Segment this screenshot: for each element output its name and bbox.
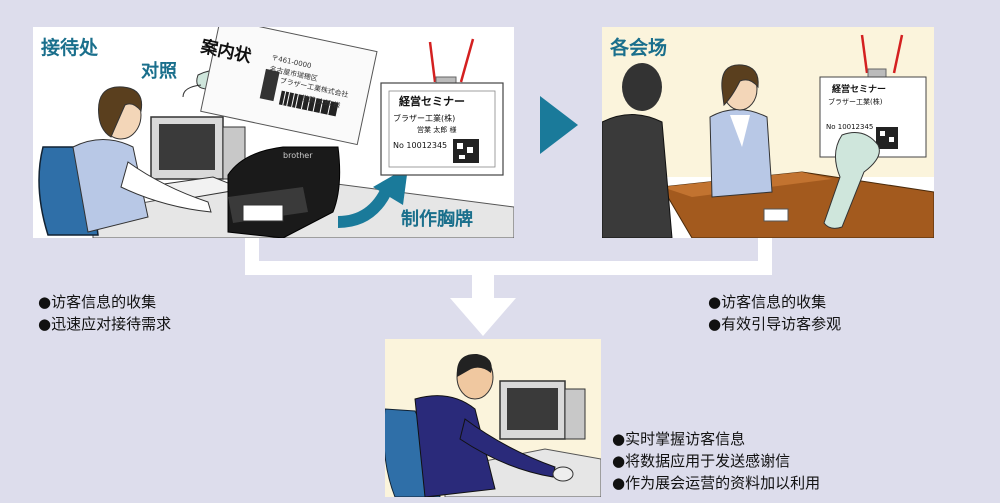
- office-panel: [385, 339, 601, 497]
- bottom-bullet-2: ●将数据应用于发送感谢信: [612, 452, 791, 470]
- bottom-bullets: ●实时掌握访客信息 ●将数据应用于发送感谢信 ●作为展会运营的资料加以利用: [612, 428, 820, 494]
- venue-scene: [602, 27, 934, 238]
- left-bullet-1: ●访客信息的收集: [38, 293, 157, 311]
- reception-scene: [38, 27, 514, 238]
- venue-badge-company: ブラザー工業(株): [828, 98, 883, 106]
- left-bullets: ●访客信息的收集 ●迅速应对接待需求: [38, 291, 171, 335]
- badge-label: 制作胸牌: [401, 209, 473, 230]
- right-arrow: [540, 96, 578, 154]
- printer-brand: brother: [283, 151, 313, 160]
- reception-title: 接待处: [41, 37, 99, 59]
- bottom-bullet-3: ●作为展会运营的资料加以利用: [612, 474, 821, 492]
- badge-number: No 10012345: [393, 141, 448, 150]
- left-bullet-2: ●迅速应对接待需求: [38, 315, 172, 333]
- badge-dept: 営業 太郎 様: [417, 126, 457, 134]
- right-bullets: ●访客信息的收集 ●有效引导访客参观: [708, 291, 841, 335]
- office-scene: [385, 339, 601, 497]
- venue-badge-heading: 経営セミナー: [832, 85, 887, 95]
- venue-panel: 各会场 経営セミナー ブラザー工業(株) No 10012345: [602, 27, 934, 238]
- compare-label: 对照: [141, 61, 177, 82]
- badge-company: ブラザー工業(株): [393, 114, 456, 123]
- badge-heading: 経営セミナー: [399, 95, 465, 108]
- right-bullet-1: ●访客信息的收集: [708, 293, 827, 311]
- venue-title: 各会场: [610, 37, 668, 59]
- right-bullet-2: ●有效引导访客参观: [708, 315, 842, 333]
- venue-badge-number: No 10012345: [826, 123, 874, 131]
- bottom-bullet-1: ●实时掌握访客信息: [612, 430, 746, 448]
- reception-panel: 接待处 对照 案内状 〒461-0000 名古屋市瑞穂区 ブラザー工業株式会社 …: [33, 27, 514, 238]
